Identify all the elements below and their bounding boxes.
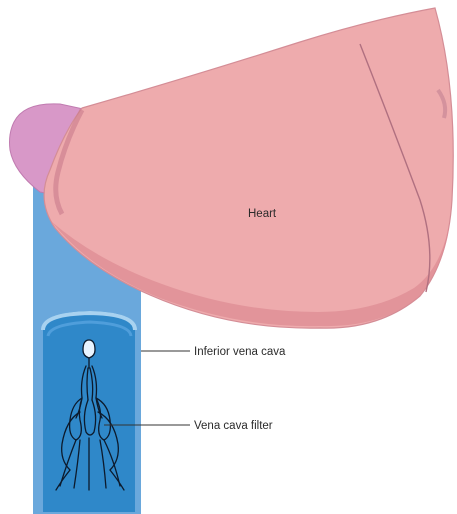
heart-label: Heart	[248, 208, 277, 220]
vena-cava-filter-label: Vena cava filter	[194, 420, 273, 432]
inferior-vena-cava-label: Inferior vena cava	[194, 346, 286, 358]
